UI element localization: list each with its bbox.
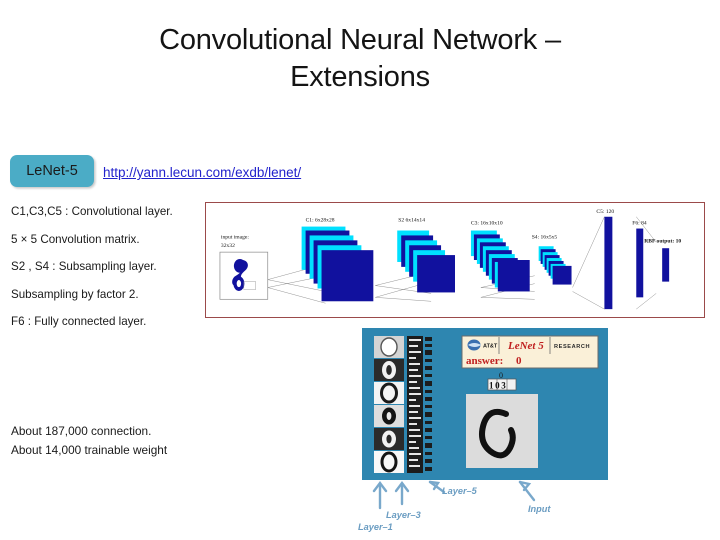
- demo-answer-label: answer:: [466, 355, 503, 367]
- label-c1: C1: 6x28x28: [306, 218, 335, 224]
- demo-thumbnail-column: [374, 336, 404, 473]
- demo-feature-strip-1: [407, 336, 423, 473]
- label-rbf-output: RBF output: 10: [644, 238, 681, 244]
- list-item: Subsampling by factor 2.: [11, 287, 139, 301]
- lenet5-badge-label: LeNet-5: [26, 163, 78, 179]
- annotation-svg: Layer–1 Layer–3 Layer–5 Input: [358, 480, 551, 532]
- label-c5: C5: 120: [596, 209, 614, 215]
- demo-digit-canvas: [466, 394, 538, 468]
- annotation-label-layer-3: Layer–3: [386, 510, 421, 520]
- demo-counter-value: 103: [489, 381, 507, 391]
- annotation-layer: Layer–1 Layer–3 Layer–5 Input: [350, 476, 610, 538]
- demo-svg: AT&T LeNet 5 RESEARCH answer: 0 0 103: [362, 328, 608, 480]
- lenet5-badge: LeNet-5: [10, 155, 94, 187]
- label-s4: S4: 16x5x5: [532, 234, 558, 240]
- footnote-connections: About 187,000 connection.: [11, 424, 152, 438]
- page-title: Convolutional Neural Network – Extension…: [40, 22, 680, 96]
- annotation-arrows: [372, 480, 536, 510]
- annotation-label-layer-5: Layer–5: [442, 486, 478, 496]
- layer-rbf-bar: [662, 248, 670, 282]
- layer-c3-stack: [470, 230, 530, 292]
- page-title-line-2: Extensions: [290, 61, 430, 94]
- demo-feature-strip-2: [425, 336, 432, 473]
- lenet-website-link[interactable]: http://yann.lecun.com/exdb/lenet/: [103, 165, 302, 180]
- label-s2: S2 6x14x14: [398, 218, 425, 224]
- demo-counter-box: 103: [487, 378, 517, 391]
- label-c3: C3: 16x10x10: [471, 221, 503, 227]
- page-title-line-1: Convolutional Neural Network –: [159, 24, 561, 56]
- label-input-image: input image:: [221, 234, 249, 240]
- layer-s4-stack: [538, 246, 572, 285]
- annotation-label-input: Input: [528, 504, 551, 514]
- lenet-architecture-figure: input image: 32x32 C1: 6x28x28: [205, 202, 705, 318]
- layer-f6-bar: [636, 228, 644, 298]
- demo-counter-top: 0: [499, 371, 503, 380]
- label-input-size: 32x32: [221, 243, 235, 249]
- input-image-box: [219, 251, 269, 300]
- label-f6: F6: 84: [632, 221, 647, 227]
- demo-header-bar: AT&T LeNet 5 RESEARCH answer: 0: [461, 335, 599, 369]
- demo-answer-value: 0: [516, 355, 522, 367]
- annotation-label-layer-1: Layer–1: [358, 522, 393, 532]
- architecture-svg: input image: 32x32 C1: 6x28x28: [219, 209, 681, 310]
- lenet-demo-screenshot: AT&T LeNet 5 RESEARCH answer: 0 0 103: [362, 328, 608, 480]
- list-item: 5 × 5 Convolution matrix.: [11, 232, 140, 246]
- demo-brand-label: AT&T: [483, 344, 498, 350]
- list-item: F6 : Fully connected layer.: [11, 315, 147, 328]
- list-item: C1,C3,C5 : Convolutional layer.: [11, 205, 173, 218]
- layer-c1-stack: [301, 226, 374, 302]
- footnote-weights: About 14,000 trainable weight: [11, 443, 168, 458]
- demo-title-label: LeNet 5: [507, 340, 544, 352]
- layer-c5-bar: [604, 216, 613, 310]
- footnote-block: About 187,000 connection. About 14,000 t…: [11, 422, 167, 460]
- bullet-list: C1,C3,C5 : Convolutional layer. 5 × 5 Co…: [11, 205, 211, 343]
- list-item: S2 , S4 : Subsampling layer.: [11, 260, 157, 273]
- demo-research-label: RESEARCH: [554, 344, 590, 350]
- layer-s2-stack: [397, 230, 455, 293]
